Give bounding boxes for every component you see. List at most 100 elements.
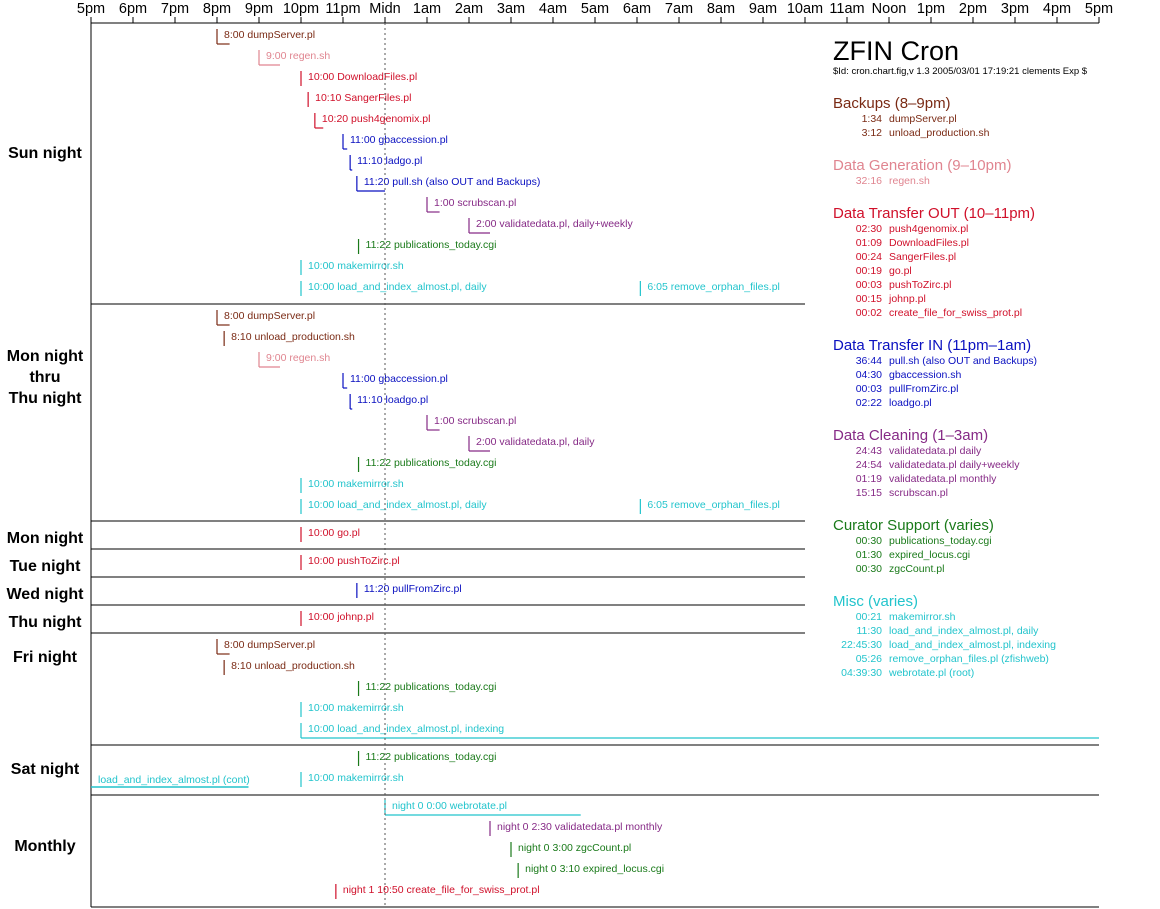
job-label: 10:00 johnp.pl <box>308 611 374 623</box>
job-entry: 1:00 scrubscan.pl <box>426 415 516 431</box>
job-label: 11:22 publications_today.cgi <box>366 239 497 251</box>
job-entry: 10:00 DownloadFiles.pl <box>300 71 417 86</box>
legend-job-name: validatedata.pl monthly <box>889 473 997 485</box>
legend-job-name: makemirror.sh <box>889 611 956 623</box>
job-entry: 10:00 load_and_index_almost.pl, indexing <box>300 723 1099 739</box>
legend-job-name: unload_production.sh <box>889 127 990 139</box>
legend-duration: 00:03 <box>856 383 882 395</box>
legend-duration: 00:15 <box>856 293 882 305</box>
job-label: load_and_index_almost.pl (cont) <box>98 774 250 786</box>
hour-tick-label: 8am <box>707 1 735 17</box>
legend-job-name: expired_locus.cgi <box>889 549 970 561</box>
legend-job-name: publications_today.cgi <box>889 535 992 547</box>
job-label: 10:00 makemirror.sh <box>308 478 404 490</box>
job-label: 10:00 load_and_index_almost.pl, daily <box>308 499 487 511</box>
hour-tick-label: 2am <box>455 1 483 17</box>
job-label: 10:10 SangerFiles.pl <box>315 92 411 104</box>
job-entry: 11:22 publications_today.cgi <box>357 239 497 254</box>
hour-tick-label: 10am <box>787 1 823 17</box>
job-label: 1:00 scrubscan.pl <box>434 197 516 209</box>
job-label: 11:22 publications_today.cgi <box>366 751 497 763</box>
job-label: 10:00 makemirror.sh <box>308 260 404 272</box>
job-entry: 10:00 makemirror.sh <box>300 772 404 787</box>
job-entry: 10:20 push4genomix.pl <box>314 113 431 129</box>
job-label: 9:00 regen.sh <box>266 352 330 364</box>
job-entry: 10:10 SangerFiles.pl <box>307 92 411 107</box>
hour-tick-label: 3pm <box>1001 1 1029 17</box>
job-entry: night 0 0:00 webrotate.pl <box>384 800 581 816</box>
job-entry: 1:00 scrubscan.pl <box>426 197 516 213</box>
legend-duration: 02:22 <box>856 397 882 409</box>
legend-job-name: validatedata.pl daily <box>889 445 982 457</box>
job-entry: 10:00 makemirror.sh <box>300 260 404 275</box>
job-label: 10:00 makemirror.sh <box>308 772 404 784</box>
hour-tick-label: 4pm <box>1043 1 1071 17</box>
legend-duration: 32:16 <box>856 175 882 187</box>
legend-duration: 04:30 <box>856 369 882 381</box>
hour-tick-label: 11am <box>829 1 864 17</box>
legend-duration: 15:15 <box>856 487 882 499</box>
job-entry: 10:00 johnp.pl <box>300 611 374 626</box>
job-label: night 0 0:00 webrotate.pl <box>392 800 507 812</box>
hour-tick-label: 10pm <box>283 1 319 17</box>
job-entry: 8:00 dumpServer.pl <box>216 29 315 45</box>
legend-job-name: scrubscan.pl <box>889 487 948 499</box>
hour-tick-label: 5pm <box>77 1 105 17</box>
section-label: Mon night <box>7 348 84 365</box>
hour-tick-label: 9am <box>749 1 777 17</box>
section-label: Mon night <box>7 530 84 547</box>
hour-tick-label: 9pm <box>245 1 273 17</box>
legend-duration: 00:30 <box>856 563 882 575</box>
legend-duration: 11:30 <box>857 625 883 637</box>
legend-job-name: loadgo.pl <box>889 397 932 409</box>
section-label: thru <box>29 369 60 386</box>
section-label: Monthly <box>14 838 75 855</box>
section-label: Thu night <box>9 390 83 407</box>
job-label: 10:20 push4genomix.pl <box>322 113 431 125</box>
legend-heading: Curator Support (varies) <box>833 517 994 534</box>
chart-title-block: ZFIN Cron $Id: cron.chart.fig,v 1.3 2005… <box>833 36 1088 77</box>
job-entry: night 0 2:30 validatedata.pl monthly <box>489 821 663 836</box>
legend-job-name: dumpServer.pl <box>889 113 957 125</box>
legend-job-name: pullFromZirc.pl <box>889 383 958 395</box>
legend-duration: 24:43 <box>856 445 882 457</box>
job-list: 8:00 dumpServer.pl 9:00 regen.sh 10:00 Dow… <box>91 29 1099 899</box>
legend-job-name: zgcCount.pl <box>889 563 944 575</box>
legend-duration: 04:39:30 <box>841 667 882 679</box>
job-label: 10:00 pushToZirc.pl <box>308 555 400 567</box>
legend-heading: Misc (varies) <box>833 593 918 610</box>
hour-tick-label: 1am <box>413 1 441 17</box>
job-entry: 10:00 load_and_index_almost.pl, daily <box>300 281 487 296</box>
job-entry: night 0 3:10 expired_locus.cgi <box>517 863 664 878</box>
job-entry: 9:00 regen.sh <box>258 50 330 66</box>
legend-job-name: validatedata.pl daily+weekly <box>889 459 1020 471</box>
legend-duration: 01:19 <box>856 473 882 485</box>
job-label: night 1 10:50 create_file_for_swiss_prot… <box>343 884 540 896</box>
job-label: 9:00 regen.sh <box>266 50 330 62</box>
legend-job-name: johnp.pl <box>888 293 926 305</box>
job-label: 11:10 ladgo.pl <box>357 155 422 167</box>
job-label: 6:05 remove_orphan_files.pl <box>647 281 780 293</box>
job-entry: 10:00 makemirror.sh <box>300 478 404 493</box>
section-label: Sat night <box>11 761 80 778</box>
job-entry: 11:10 loadgo.pl <box>349 394 428 410</box>
hour-tick-label: 5pm <box>1085 1 1113 17</box>
job-label: 8:10 unload_production.sh <box>231 660 355 672</box>
section-label: Wed night <box>6 586 84 603</box>
job-label: 11:20 pullFromZirc.pl <box>364 583 462 595</box>
job-entry: 11:22 publications_today.cgi <box>357 457 496 472</box>
legend-job-name: go.pl <box>889 265 912 277</box>
legend-heading: Data Generation (9–10pm) <box>833 157 1011 174</box>
legend-duration: 1:34 <box>862 113 883 125</box>
legend-duration: 00:03 <box>856 279 882 291</box>
hour-tick-label: 3am <box>497 1 525 17</box>
legend-job-name: pushToZirc.pl <box>889 279 951 291</box>
legend-duration: 00:24 <box>856 251 882 263</box>
job-entry: 9:00 regen.sh <box>258 352 330 368</box>
job-label: 11:10 loadgo.pl <box>357 394 428 406</box>
legend-job-name: create_file_for_swiss_prot.pl <box>889 307 1022 319</box>
job-entry: 6:05 remove_orphan_files.pl <box>639 499 780 514</box>
legend-heading: Backups (8–9pm) <box>833 95 951 112</box>
section-label: Thu night <box>9 614 83 631</box>
